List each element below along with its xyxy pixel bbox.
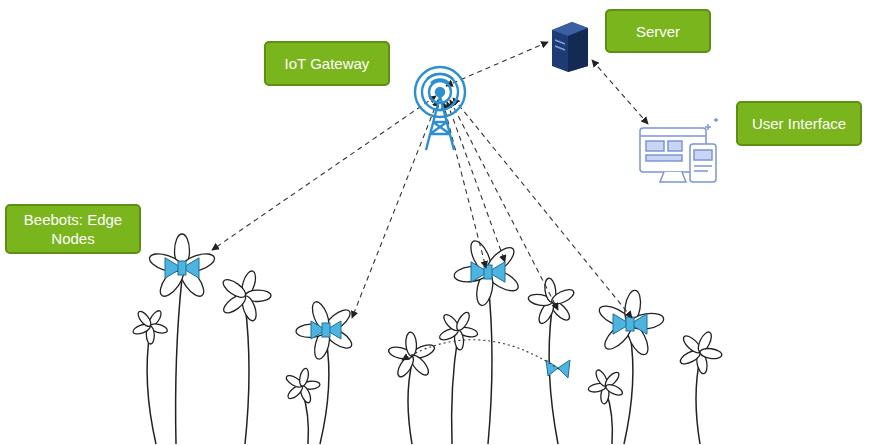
flight-path: [402, 340, 560, 370]
ui-label: User Interface: [736, 101, 862, 146]
dashed-links: [212, 42, 648, 318]
label-text: Beebots: Edge Nodes: [15, 210, 131, 248]
server-label: Server: [605, 9, 711, 53]
server-icon: [552, 22, 588, 72]
label-text: User Interface: [752, 114, 846, 133]
flowers: [132, 234, 723, 444]
label-text: Server: [636, 22, 680, 41]
beebots-label: Beebots: Edge Nodes: [5, 204, 141, 254]
gateway-tower: [415, 67, 465, 150]
gateway-label: IoT Gateway: [264, 41, 390, 86]
label-text: IoT Gateway: [285, 54, 370, 73]
ui-icon: [640, 118, 718, 182]
